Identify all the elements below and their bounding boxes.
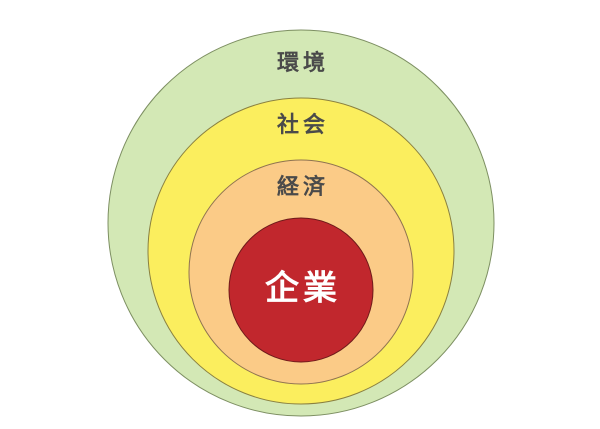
economy-label: 経済 bbox=[277, 174, 329, 200]
society-label: 社会 bbox=[277, 112, 329, 138]
environment-label: 環境 bbox=[277, 50, 329, 76]
company-label: 企業 bbox=[265, 269, 341, 309]
company-circle bbox=[228, 217, 374, 363]
